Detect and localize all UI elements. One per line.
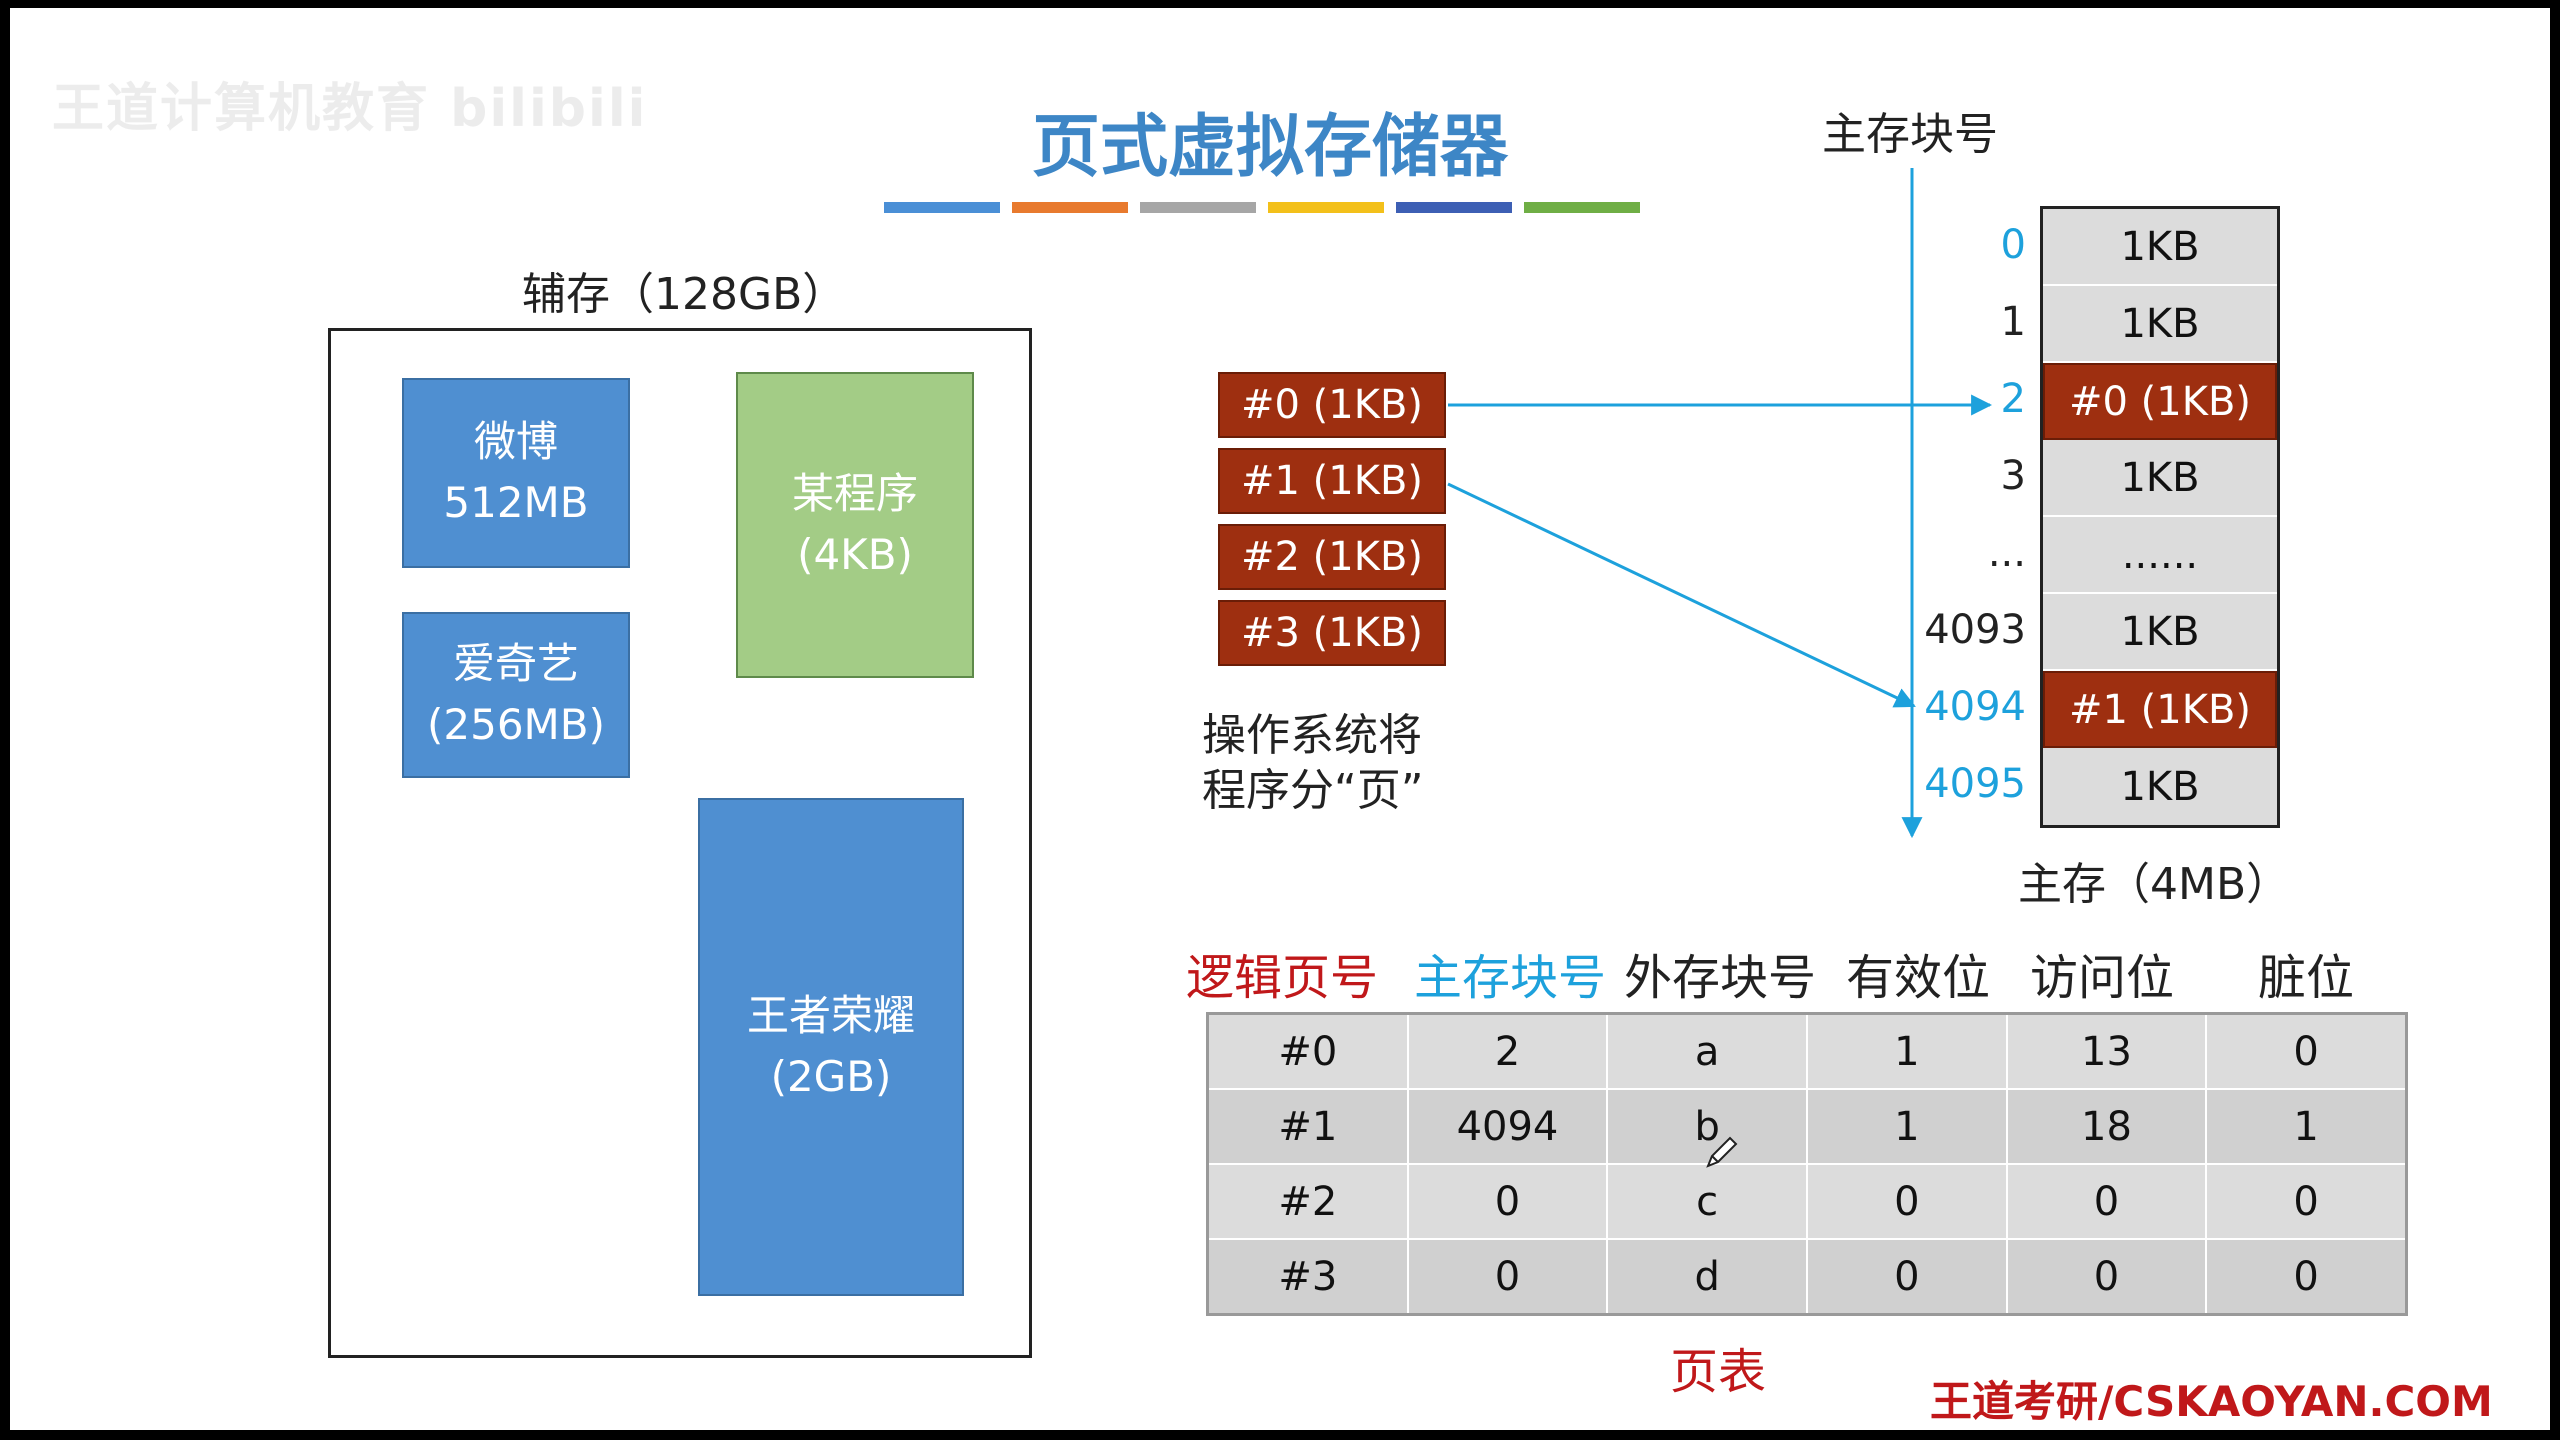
memory-block: 1KB <box>2043 209 2277 286</box>
block-size: (2GB) <box>770 1052 892 1101</box>
page-table-header: 主存块号 <box>1414 950 1607 1006</box>
block-size: (256MB) <box>427 700 605 749</box>
note-line: 程序分“页” <box>1202 765 1424 816</box>
program-page-0: #0 (1KB) <box>1218 372 1446 438</box>
page-table-cell: 0 <box>2205 1012 2408 1090</box>
page-table-cell: #2 <box>1206 1163 1409 1240</box>
accent-strip-1 <box>884 202 1000 213</box>
page-table-cell: b <box>1606 1088 1808 1165</box>
page-title: 页式虚拟存储器 <box>1031 107 1508 187</box>
page-table-cell: 13 <box>2005 1012 2208 1090</box>
secondary-storage-label: 辅存（128GB） <box>522 269 847 320</box>
block-name: 微博 <box>473 417 558 467</box>
memory-block-index: 4093 <box>1924 606 2026 653</box>
memory-block: 1KB <box>2043 440 2277 517</box>
memory-block-index: 3 <box>2000 452 2026 499</box>
page-table-cell: 0 <box>2205 1163 2408 1240</box>
page-table-cell: 1 <box>1805 1012 2008 1090</box>
program-block: 某程序 (4KB) <box>736 372 974 678</box>
page-table-cell: 0 <box>1805 1238 2008 1316</box>
page-table-cell: 0 <box>1406 1163 1609 1240</box>
brand-footer: 王道考研/CSKAOYAN.COM <box>1930 1377 2493 1426</box>
accent-strip-2 <box>1012 202 1128 213</box>
memory-block-index: 4094 <box>1924 683 2026 730</box>
accent-strip-3 <box>1140 202 1256 213</box>
accent-strip-6 <box>1524 202 1640 213</box>
page-table-header: 逻辑页号 <box>1186 950 1379 1006</box>
honor-of-kings-block: 王者荣耀 (2GB) <box>698 798 964 1296</box>
slide: 王道计算机教育 bilibili 页式虚拟存储器 辅存（128GB） 微博 51… <box>10 8 2550 1430</box>
block-name: 王者荣耀 <box>746 991 915 1041</box>
page-table-cell: 0 <box>2005 1163 2208 1240</box>
page-table-cell: 1 <box>1805 1088 2008 1165</box>
page-table-cell: c <box>1606 1163 1808 1240</box>
memory-block-index: 0 <box>2000 221 2026 268</box>
page-table-cell: #3 <box>1206 1238 1409 1316</box>
accent-strip-4 <box>1268 202 1384 213</box>
memory-block-loaded-page: #0 (1KB) <box>2043 363 2277 440</box>
memory-block-number-header: 主存块号 <box>1822 109 1998 160</box>
page-table-cell: #1 <box>1206 1088 1409 1165</box>
page1-mapping-arrow <box>1447 482 1916 708</box>
page-table-header: 有效位 <box>1846 950 1991 1006</box>
watermark: 王道计算机教育 bilibili <box>52 79 648 139</box>
program-page-1: #1 (1KB) <box>1218 448 1446 514</box>
os-paging-note: 操作系统将 程序分“页” <box>1202 708 1424 818</box>
block-size: (4KB) <box>797 530 913 579</box>
memory-block-index: ... <box>1987 529 2026 576</box>
page-table-cell: 0 <box>2205 1238 2408 1316</box>
page-table-header: 脏位 <box>2258 950 2355 1006</box>
page-table-cell: a <box>1606 1012 1808 1090</box>
memory-index-column: 0 1 2 3... 4093 4094 4095 <box>1886 206 2026 822</box>
weibo-block: 微博 512MB <box>402 378 630 568</box>
memory-block: ...... <box>2043 517 2277 594</box>
block-name: 爱奇艺 <box>452 639 579 689</box>
block-name: 某程序 <box>791 469 918 519</box>
page-table-cell: 1 <box>2205 1088 2408 1165</box>
page-table-caption: 页表 <box>1670 1344 1767 1400</box>
page-table-cell: d <box>1606 1238 1808 1316</box>
page-table-cell: 0 <box>1406 1238 1609 1316</box>
note-line: 操作系统将 <box>1202 710 1422 761</box>
memory-block-index: 4095 <box>1924 760 2026 807</box>
page-table-cell: 0 <box>1805 1163 2008 1240</box>
memory-block: 1KB <box>2043 748 2277 825</box>
main-memory-caption: 主存（4MB） <box>2018 859 2291 910</box>
block-size: 512MB <box>443 478 589 527</box>
program-page-2: #2 (1KB) <box>1218 524 1446 590</box>
page-table-header: 外存块号 <box>1624 950 1817 1006</box>
page-table-cell: 18 <box>2005 1088 2208 1165</box>
page-table-cell: 2 <box>1406 1012 1609 1090</box>
iqiyi-block: 爱奇艺 (256MB) <box>402 612 630 778</box>
pen-cursor-icon <box>1706 1136 1738 1168</box>
accent-strip-5 <box>1396 202 1512 213</box>
page-table-cell: #0 <box>1206 1012 1409 1090</box>
secondary-storage-box <box>328 328 1032 1358</box>
page-table-cell: 0 <box>2005 1238 2208 1316</box>
page-table-cell: 4094 <box>1406 1088 1609 1165</box>
program-page-3: #3 (1KB) <box>1218 600 1446 666</box>
page-table-header: 访问位 <box>2030 950 2175 1006</box>
memory-block-index: 1 <box>2000 298 2026 345</box>
memory-block: 1KB <box>2043 286 2277 363</box>
memory-block: 1KB <box>2043 594 2277 671</box>
arrows-overlay <box>1447 168 1993 839</box>
memory-block-index: 2 <box>2000 375 2026 422</box>
memory-block-loaded-page: #1 (1KB) <box>2043 671 2277 748</box>
